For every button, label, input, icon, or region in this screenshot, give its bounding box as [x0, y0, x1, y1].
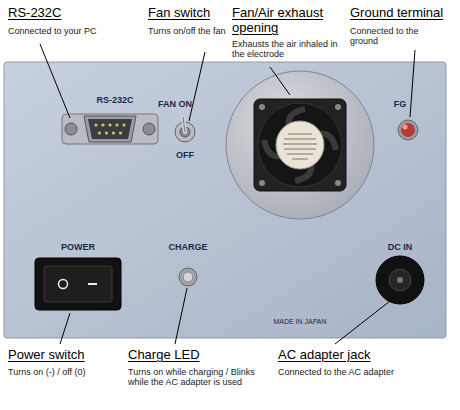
callout-description: Connected to the ground — [350, 26, 446, 47]
callout-description: Turns on while charging / Blinks while t… — [128, 367, 270, 388]
rocker-switch — [35, 258, 121, 310]
panel-print: FAN ON — [150, 99, 200, 109]
panel-print: MADE IN JAPAN — [255, 318, 345, 326]
panel-print: CHARGE — [158, 242, 218, 252]
charge-led — [179, 268, 197, 286]
callout-heading: AC adapter jack — [278, 348, 448, 363]
callout-heading: Power switch — [8, 348, 118, 363]
leader-lines — [40, 44, 415, 344]
callout-heading: Fan switch — [148, 6, 228, 21]
callout-description: Turns on/off the fan — [148, 26, 228, 36]
leader-line — [175, 288, 187, 344]
panel-print: POWER — [38, 242, 118, 252]
callout-description: Exhausts the air inhaled in the electrod… — [232, 39, 344, 60]
toggle-switch — [175, 117, 195, 142]
callout-heading: Charge LED — [128, 348, 268, 363]
leader-line — [410, 50, 415, 117]
dc-jack — [376, 256, 424, 304]
leader-line — [270, 67, 290, 95]
panel-print: DC IN — [372, 242, 428, 252]
panel-print: FG — [385, 99, 415, 109]
panel-print: RS-232C — [70, 95, 160, 105]
leader-line — [60, 313, 70, 344]
db9-connector — [62, 114, 158, 144]
callout-description: Connected to your PC — [8, 26, 128, 36]
panel — [4, 62, 446, 338]
callout-description: Connected to the AC adapter — [278, 367, 448, 377]
callout-heading: RS-232C — [8, 6, 118, 21]
leader-line — [189, 52, 205, 121]
leader-line — [40, 44, 70, 118]
callout-heading: Ground terminal — [350, 6, 456, 21]
ground-terminal — [398, 120, 418, 140]
callout-heading: Fan/Air exhaust opening — [232, 6, 344, 36]
callout-description: Turns on (-) / off (0) — [8, 367, 123, 377]
leader-line — [335, 301, 390, 344]
panel-print: OFF — [165, 150, 205, 160]
fan — [226, 71, 374, 219]
